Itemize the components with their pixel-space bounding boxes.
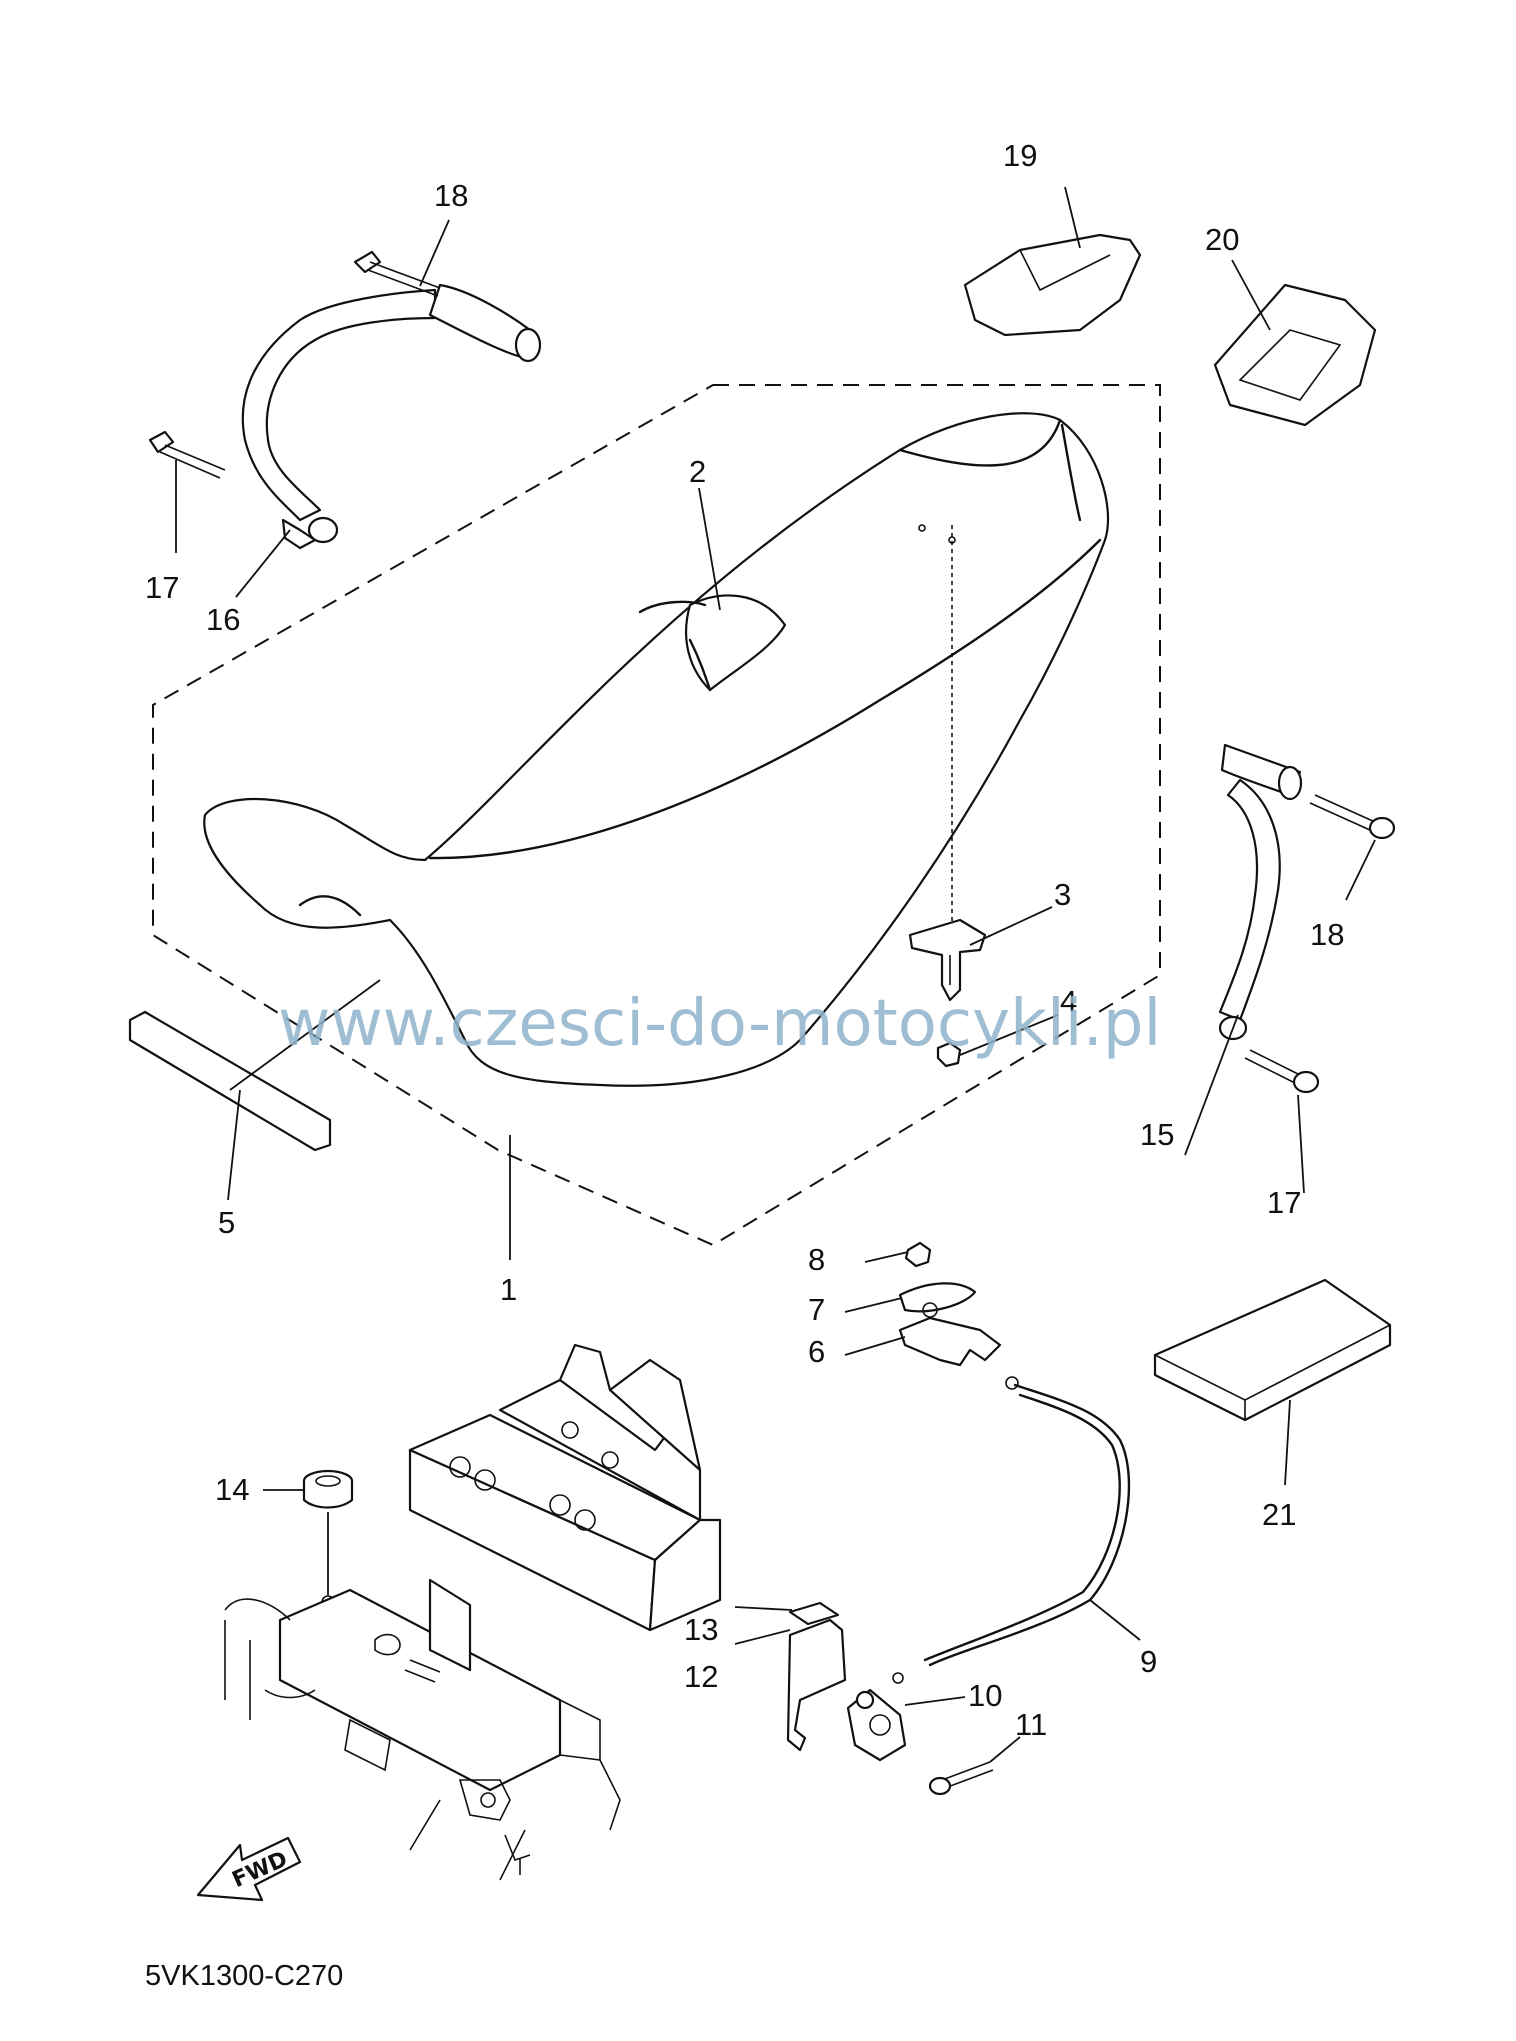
seat-bracket-part bbox=[908, 524, 987, 1068]
callout-10: 10 bbox=[968, 1678, 1002, 1713]
seat-lock-part bbox=[898, 1241, 1002, 1367]
callout-18-right: 18 bbox=[1310, 917, 1344, 952]
callout-6: 6 bbox=[808, 1334, 825, 1369]
right-grab-rail-part bbox=[1218, 743, 1396, 1094]
callout-15: 15 bbox=[1140, 1117, 1174, 1152]
rubber-damper-part bbox=[302, 1469, 354, 1609]
callout-3: 3 bbox=[1054, 877, 1071, 912]
watermark: www.czesci-do-motocykli.pl bbox=[278, 987, 1161, 1061]
callout-9: 9 bbox=[1140, 1644, 1157, 1679]
callout-11: 11 bbox=[1015, 1707, 1047, 1742]
callout-16: 16 bbox=[206, 602, 240, 637]
callout-19: 19 bbox=[1003, 138, 1037, 173]
callout-18-left: 18 bbox=[434, 178, 468, 213]
callout-numbers: 1 2 3 4 5 6 7 8 9 10 11 12 13 14 15 16 1… bbox=[145, 138, 1344, 1742]
callout-4: 4 bbox=[1060, 984, 1077, 1019]
cover-part bbox=[963, 233, 1142, 337]
callout-17-left: 17 bbox=[145, 570, 179, 605]
forward-direction-arrow: FWD bbox=[196, 1836, 302, 1902]
pad-part bbox=[1153, 1278, 1392, 1422]
seat-assembly-boundary bbox=[152, 384, 1161, 1247]
callout-13: 13 bbox=[684, 1612, 718, 1647]
catalog-code: 5VK1300-C270 bbox=[145, 1960, 343, 1992]
left-grab-rail-part bbox=[148, 250, 542, 550]
callout-8: 8 bbox=[808, 1242, 825, 1277]
callout-20: 20 bbox=[1205, 222, 1239, 257]
rear-frame bbox=[224, 1343, 722, 1881]
callout-2: 2 bbox=[689, 454, 706, 489]
callout-7: 7 bbox=[808, 1292, 825, 1327]
latch-part bbox=[786, 1601, 994, 1796]
callout-14: 14 bbox=[215, 1472, 249, 1507]
callout-12: 12 bbox=[684, 1659, 718, 1694]
damper-strip-part bbox=[128, 1010, 332, 1152]
callout-5: 5 bbox=[218, 1205, 235, 1240]
callout-21: 21 bbox=[1262, 1497, 1296, 1532]
leader-lines bbox=[175, 186, 1376, 1763]
seat-part bbox=[203, 412, 1110, 1087]
tray-part bbox=[1213, 283, 1377, 427]
cable-part bbox=[892, 1376, 1131, 1684]
callout-17-right: 17 bbox=[1267, 1185, 1301, 1220]
callout-1: 1 bbox=[500, 1272, 517, 1307]
